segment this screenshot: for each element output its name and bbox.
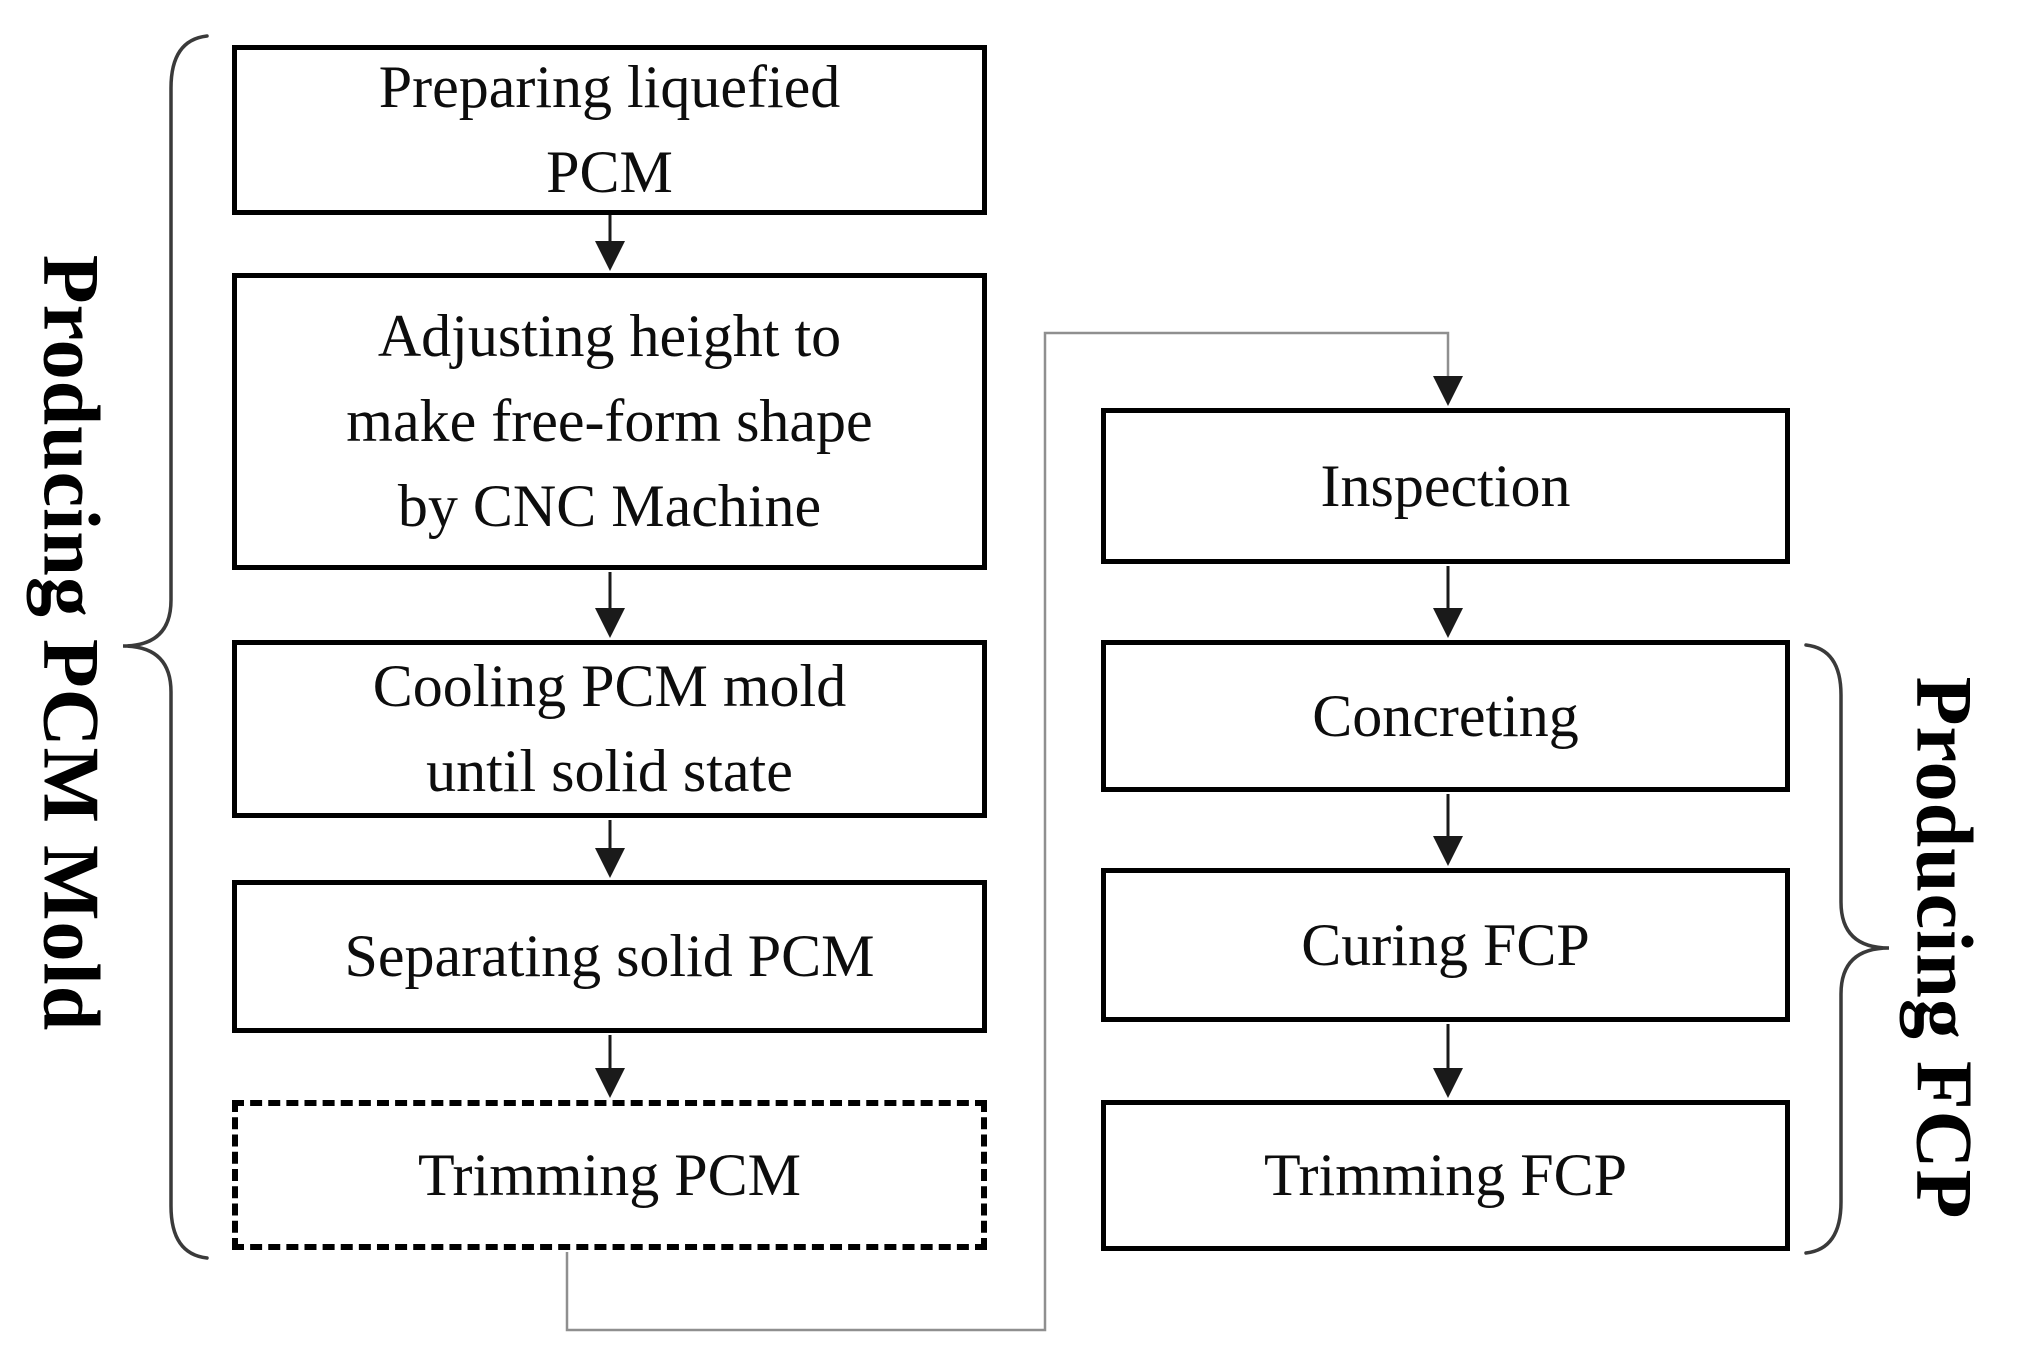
arrow-l1-l2 (595, 215, 625, 271)
step-preparing-liquefied-pcm: Preparing liquefied PCM (232, 45, 987, 215)
step-adjusting-height-cnc: Adjusting height to make free-form shape… (232, 273, 987, 570)
step-curing-fcp: Curing FCP (1101, 868, 1790, 1022)
right-brace (1804, 643, 1890, 1255)
group-label-producing-fcp: Producing FCP (1899, 676, 1988, 1220)
arrow-l3-l4 (595, 820, 625, 878)
connector-line (565, 331, 1450, 1332)
arrow-l4-l5 (595, 1035, 625, 1098)
arrow-l2-l3 (595, 572, 625, 638)
group-label-producing-pcm-mold: Producing PCM Mold (26, 254, 115, 1032)
step-trimming-pcm: Trimming PCM (232, 1100, 987, 1250)
arrow-r3-r4 (1433, 1024, 1463, 1098)
step-cooling-pcm-mold: Cooling PCM mold until solid state (232, 640, 987, 818)
left-brace (122, 34, 209, 1260)
connector-arrowhead-icon (1433, 376, 1463, 406)
step-separating-solid-pcm: Separating solid PCM (232, 880, 987, 1033)
arrow-r2-r3 (1433, 794, 1463, 866)
step-concreting: Concreting (1101, 640, 1790, 792)
step-inspection: Inspection (1101, 408, 1790, 564)
step-trimming-fcp: Trimming FCP (1101, 1100, 1790, 1251)
arrow-r1-r2 (1433, 566, 1463, 638)
